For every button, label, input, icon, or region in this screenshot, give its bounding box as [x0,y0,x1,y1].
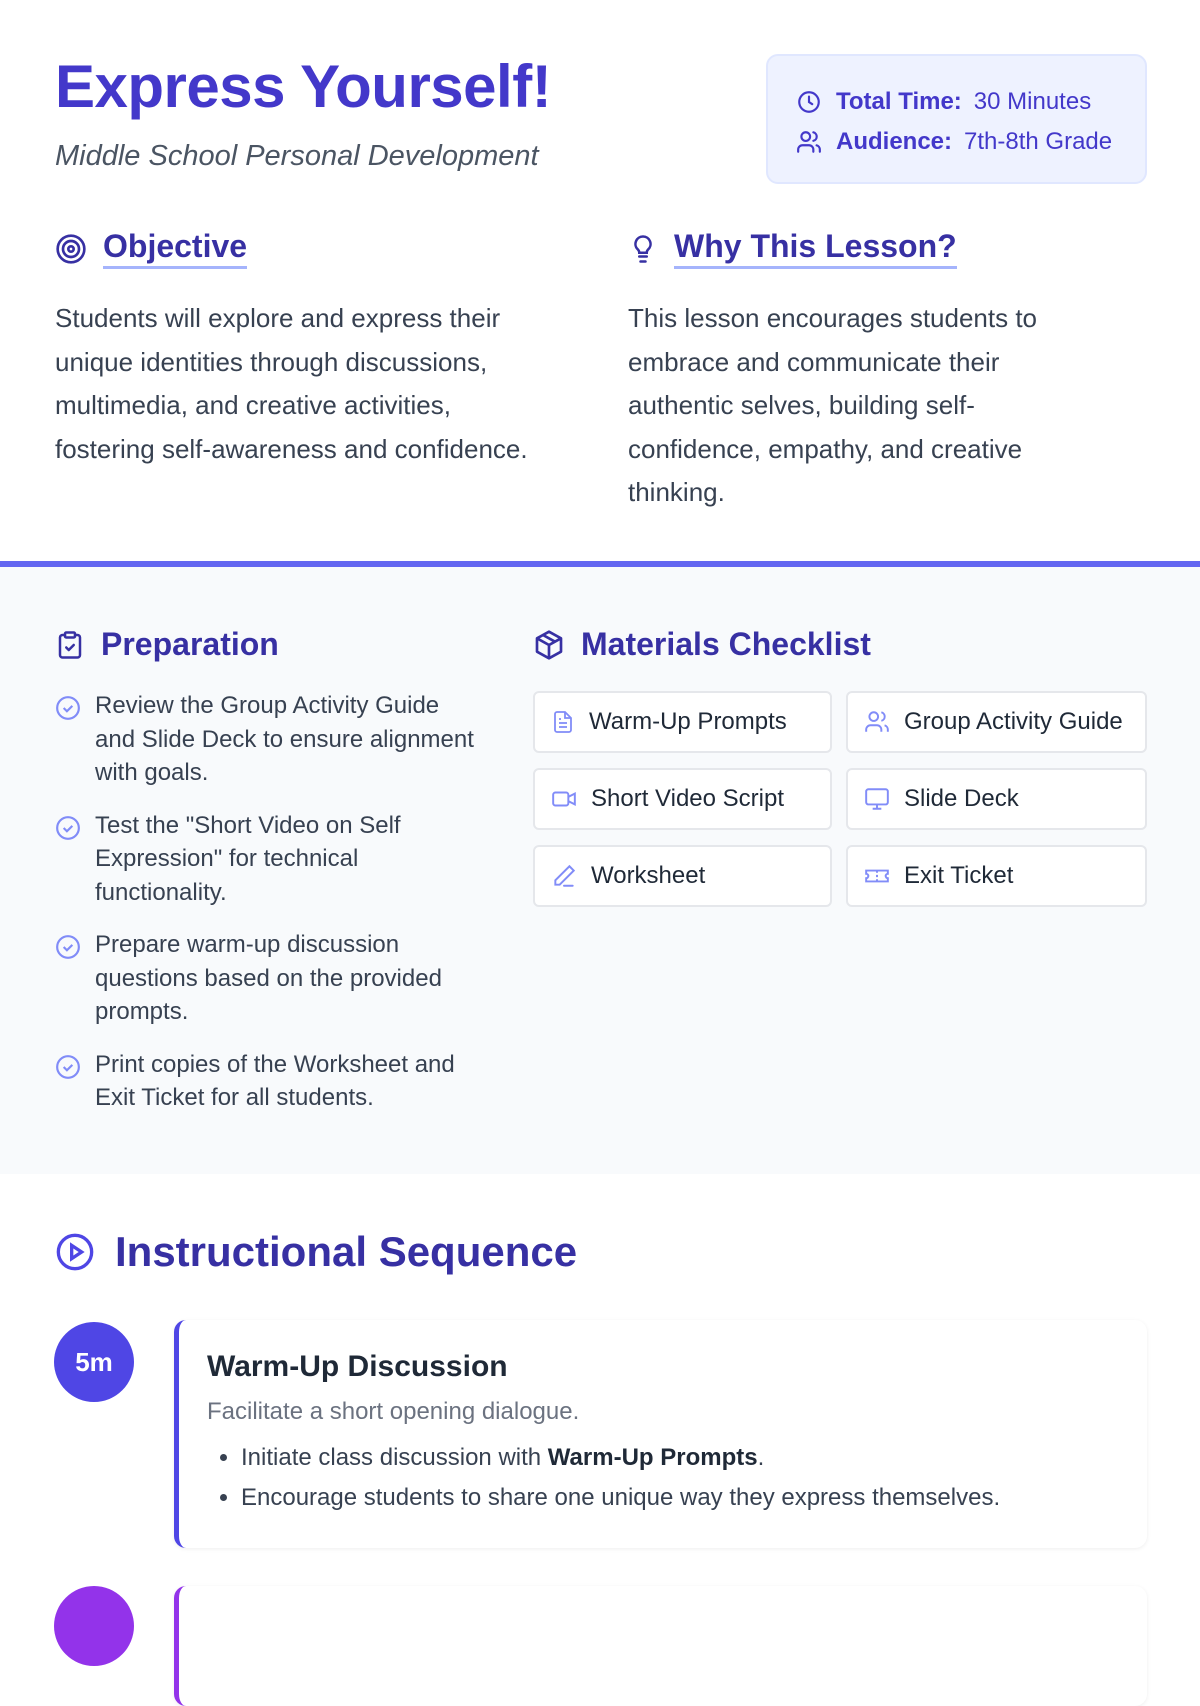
material-label: Warm-Up Prompts [589,708,787,735]
material-group-activity-guide[interactable]: Group Activity Guide [846,691,1147,753]
material-label: Worksheet [591,862,706,889]
monitor-icon [864,786,904,812]
page-subtitle: Middle School Personal Development [55,140,539,172]
step-duration-badge: 5m [54,1322,134,1402]
material-label: Exit Ticket [904,862,1014,889]
total-time-row: Total Time: 30 Minutes [796,82,1145,122]
objective-section: Objective Students will explore and expr… [55,228,555,471]
material-exit-ticket[interactable]: Exit Ticket [846,845,1147,907]
lightbulb-icon [628,233,674,265]
package-icon [533,629,581,661]
objective-heading: Objective [103,228,248,269]
step-bullet: Encourage students to share one unique w… [241,1478,1119,1518]
why-heading: Why This Lesson? [674,228,957,269]
step-duration-badge [54,1586,134,1666]
clock-icon [796,89,836,115]
prep-item-text: Prepare warm-up discussion questions bas… [95,931,442,1025]
prep-item: Review the Group Activity Guide and Slid… [55,689,475,790]
material-slide-deck[interactable]: Slide Deck [846,768,1147,830]
check-circle-icon [55,689,95,790]
material-label: Short Video Script [591,785,784,812]
why-text: This lesson encourages students to embra… [628,303,1038,507]
ticket-icon [864,863,904,889]
materials-section: Materials Checklist Warm-Up Prompts Grou… [533,626,1147,907]
check-circle-icon [55,928,95,1029]
step-card [174,1586,1147,1706]
users-icon [864,709,904,735]
clipboard-check-icon [55,629,101,661]
document-icon [551,709,589,735]
prep-item-text: Review the Group Activity Guide and Slid… [95,692,474,786]
material-label: Slide Deck [904,785,1019,812]
material-short-video-script[interactable]: Short Video Script [533,768,832,830]
section-divider [0,561,1200,567]
prep-item: Prepare warm-up discussion questions bas… [55,928,475,1029]
page-title: Express Yourself! [55,53,552,120]
material-label: Group Activity Guide [904,708,1123,735]
lesson-header: Express Yourself! Middle School Personal… [55,52,552,173]
preparation-section: Preparation Review the Group Activity Gu… [55,626,475,1134]
play-circle-icon [55,1232,115,1272]
prep-item: Test the "Short Video on Self Expression… [55,809,475,910]
total-time-value: 30 Minutes [973,88,1092,115]
objective-text: Students will explore and express their … [55,303,528,464]
total-time-label: Total Time: [836,88,962,115]
material-warm-up-prompts[interactable]: Warm-Up Prompts [533,691,832,753]
audience-value: 7th-8th Grade [964,128,1113,155]
video-icon [551,786,591,812]
instructional-sequence-heading-row: Instructional Sequence [55,1228,577,1276]
audience-row: Audience: 7th-8th Grade [796,122,1145,162]
prep-item-text: Test the "Short Video on Self Expression… [95,811,401,906]
material-worksheet[interactable]: Worksheet [533,845,832,907]
audience-label: Audience: [836,128,953,155]
prep-item: Print copies of the Worksheet and Exit T… [55,1048,475,1115]
target-icon [55,233,103,265]
step-description: Facilitate a short opening dialogue. [207,1398,580,1425]
lesson-info-box: Total Time: 30 Minutes Audience: 7th-8th… [766,54,1147,184]
step-bullet-text: Initiate class discussion with [241,1444,548,1471]
step-bullet-text: Encourage students to share one unique w… [241,1484,1001,1511]
preparation-heading: Preparation [101,626,279,662]
check-circle-icon [55,809,95,910]
instructional-sequence-heading: Instructional Sequence [115,1228,578,1275]
why-section: Why This Lesson? This lesson encourages … [628,228,1098,515]
step-title: Warm-Up Discussion [207,1350,508,1383]
pencil-icon [551,863,591,889]
step-bullet: Initiate class discussion with Warm-Up P… [241,1438,1119,1478]
material-reference: Warm-Up Prompts [547,1444,758,1471]
prep-item-text: Print copies of the Worksheet and Exit T… [95,1050,455,1112]
users-icon [796,129,836,155]
step-bullet-text: . [757,1444,765,1471]
check-circle-icon [55,1048,95,1115]
step-card-warm-up: Warm-Up Discussion Facilitate a short op… [174,1320,1147,1548]
materials-heading: Materials Checklist [581,626,871,662]
